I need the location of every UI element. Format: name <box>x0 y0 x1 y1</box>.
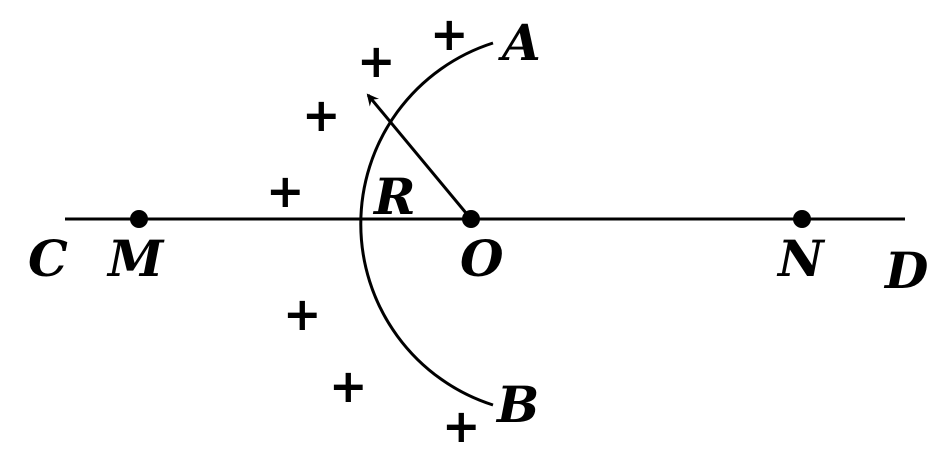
label-a: A <box>498 13 541 72</box>
plus-sign: + <box>329 359 368 413</box>
label-r: R <box>372 167 416 226</box>
plus-sign: + <box>283 287 322 341</box>
point-o <box>462 210 480 228</box>
plus-sign: + <box>302 88 341 142</box>
label-n: N <box>776 229 826 288</box>
point-n <box>793 210 811 228</box>
label-o: O <box>460 229 504 288</box>
plus-sign: + <box>442 399 481 453</box>
label-b: B <box>495 375 539 434</box>
label-m: M <box>106 229 165 288</box>
plus-sign: + <box>357 34 396 88</box>
point-m <box>130 210 148 228</box>
radius-arrow <box>366 93 473 220</box>
label-c: C <box>28 229 68 288</box>
plus-sign: + <box>430 7 469 61</box>
charged-semicircle-arc <box>359 41 494 407</box>
label-d: D <box>883 241 928 300</box>
plus-sign: + <box>266 164 305 218</box>
